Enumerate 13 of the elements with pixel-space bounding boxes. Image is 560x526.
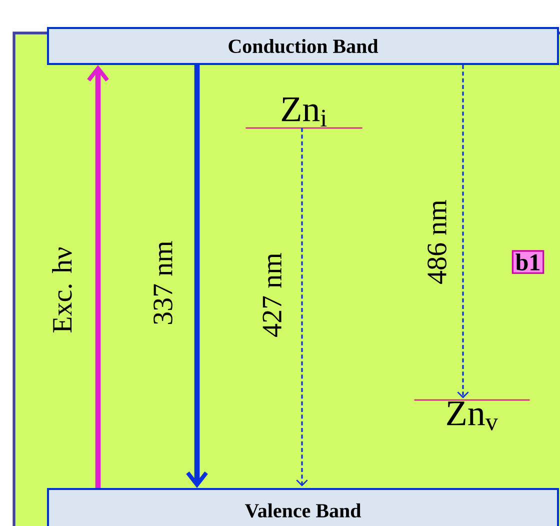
edge-label: 337 nm — [154, 241, 172, 324]
edge-label: Exc. hν — [52, 247, 72, 332]
band-box: Conduction Band — [47, 27, 559, 65]
panel-tag: b1 — [512, 250, 544, 274]
arrow — [87, 65, 109, 488]
edge-label: 486 nm — [428, 200, 446, 284]
arrow — [457, 65, 469, 398]
edge-label: 427 nm — [262, 253, 282, 337]
energy-level: Zn$_{i}$ — [246, 98, 362, 129]
arrow — [296, 128, 308, 486]
energy-level: Zn$_{v}$ — [414, 399, 530, 430]
band-box: Valence Band — [47, 488, 559, 526]
arrow — [186, 65, 208, 488]
